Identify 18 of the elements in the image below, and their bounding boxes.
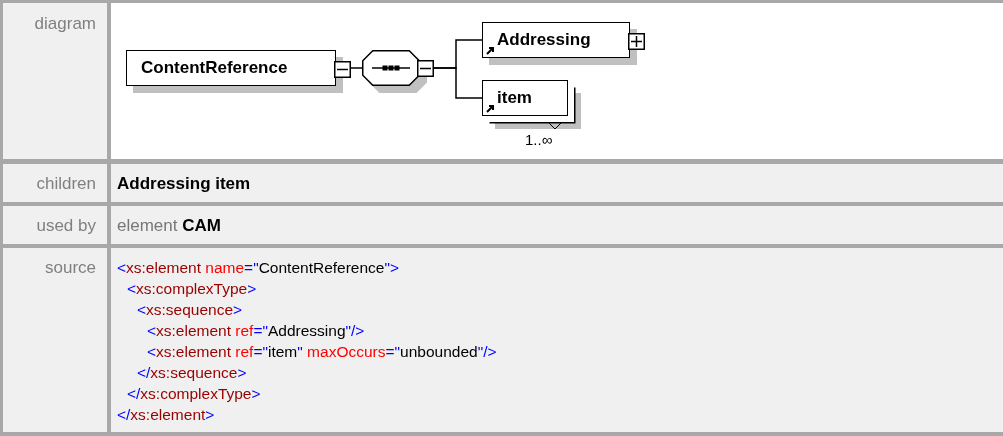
source-code-line: </xs:complexType> <box>127 385 261 403</box>
children-list: Addressing item <box>117 174 251 194</box>
source-code-line: </xs:sequence> <box>137 364 247 382</box>
row-header: children <box>35 174 96 194</box>
source-code-line: <xs:sequence> <box>137 301 243 319</box>
source-code-line: <xs:complexType> <box>127 280 257 298</box>
row-header: diagram <box>33 14 96 34</box>
source-code-line: <xs:element name="ContentReference"> <box>117 259 400 277</box>
element-name: item <box>497 88 532 108</box>
element-name: ContentReference <box>141 58 288 78</box>
occurrence-range: 1..∞ <box>525 131 553 148</box>
source-code-line: <xs:element ref="item" maxOccurs="unbounded"/> <box>147 343 497 361</box>
row-header: used by <box>35 216 96 236</box>
source-code-line: <xs:element ref="Addressing"/> <box>147 322 365 340</box>
row-header: source <box>43 258 96 278</box>
source-code-line: </xs:element> <box>117 406 215 424</box>
element-name: Addressing <box>497 30 591 50</box>
used-by-text: element CAM <box>117 216 221 236</box>
